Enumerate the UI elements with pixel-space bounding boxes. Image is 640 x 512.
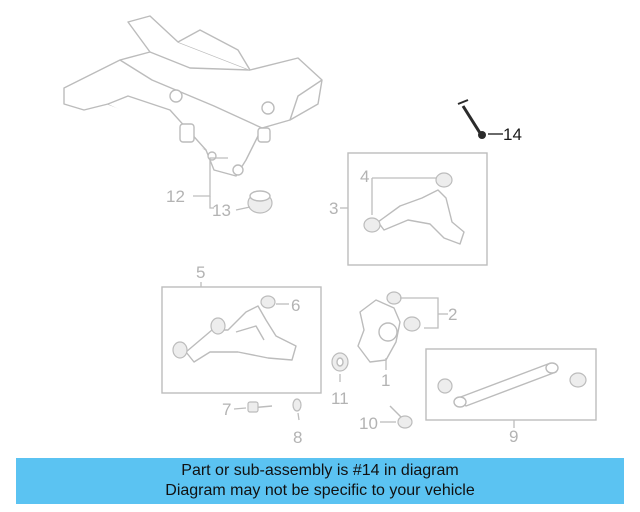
callout-12: 12 [166,187,185,206]
callout-12-leader [193,157,228,209]
callout-14: 14 [503,125,522,144]
bolt-10-part [389,405,413,429]
lateral-link-part [437,362,587,408]
box-5 [161,286,322,394]
notice-banner: Part or sub-assembly is #14 in diagram D… [16,458,624,504]
knuckle-part [357,291,421,363]
upper-arm-part [363,172,465,245]
banner-line-1: Part or sub-assembly is #14 in diagram [181,462,459,479]
box-3 [347,152,488,266]
bolt-7-part [247,401,273,413]
washer-8-part [292,398,302,412]
callout-13: 13 [212,201,231,220]
lower-arm-part [172,295,297,363]
callout-7: 7 [222,400,231,419]
bolt-14-part [457,99,486,139]
callout-5: 5 [196,263,205,282]
callout-9: 9 [509,427,518,446]
callout-8-leader [297,412,300,421]
nut-11-part [331,352,349,372]
banner-line-2: Diagram may not be specific to your vehi… [165,482,475,499]
callout-7-leader [233,407,247,410]
callout-1: 1 [381,371,390,390]
mount-bushing-part [247,190,273,214]
callout-11: 11 [331,389,349,408]
callout-8: 8 [293,428,302,447]
callout-3: 3 [329,199,338,218]
callout-10: 10 [359,414,378,433]
box-9 [425,348,597,421]
callout-13-arrow [235,206,251,211]
callout-4: 4 [360,167,369,186]
callout-2-leader [400,297,439,329]
subframe-part [63,15,323,177]
callout-6: 6 [291,296,300,315]
callout-2: 2 [448,305,457,324]
